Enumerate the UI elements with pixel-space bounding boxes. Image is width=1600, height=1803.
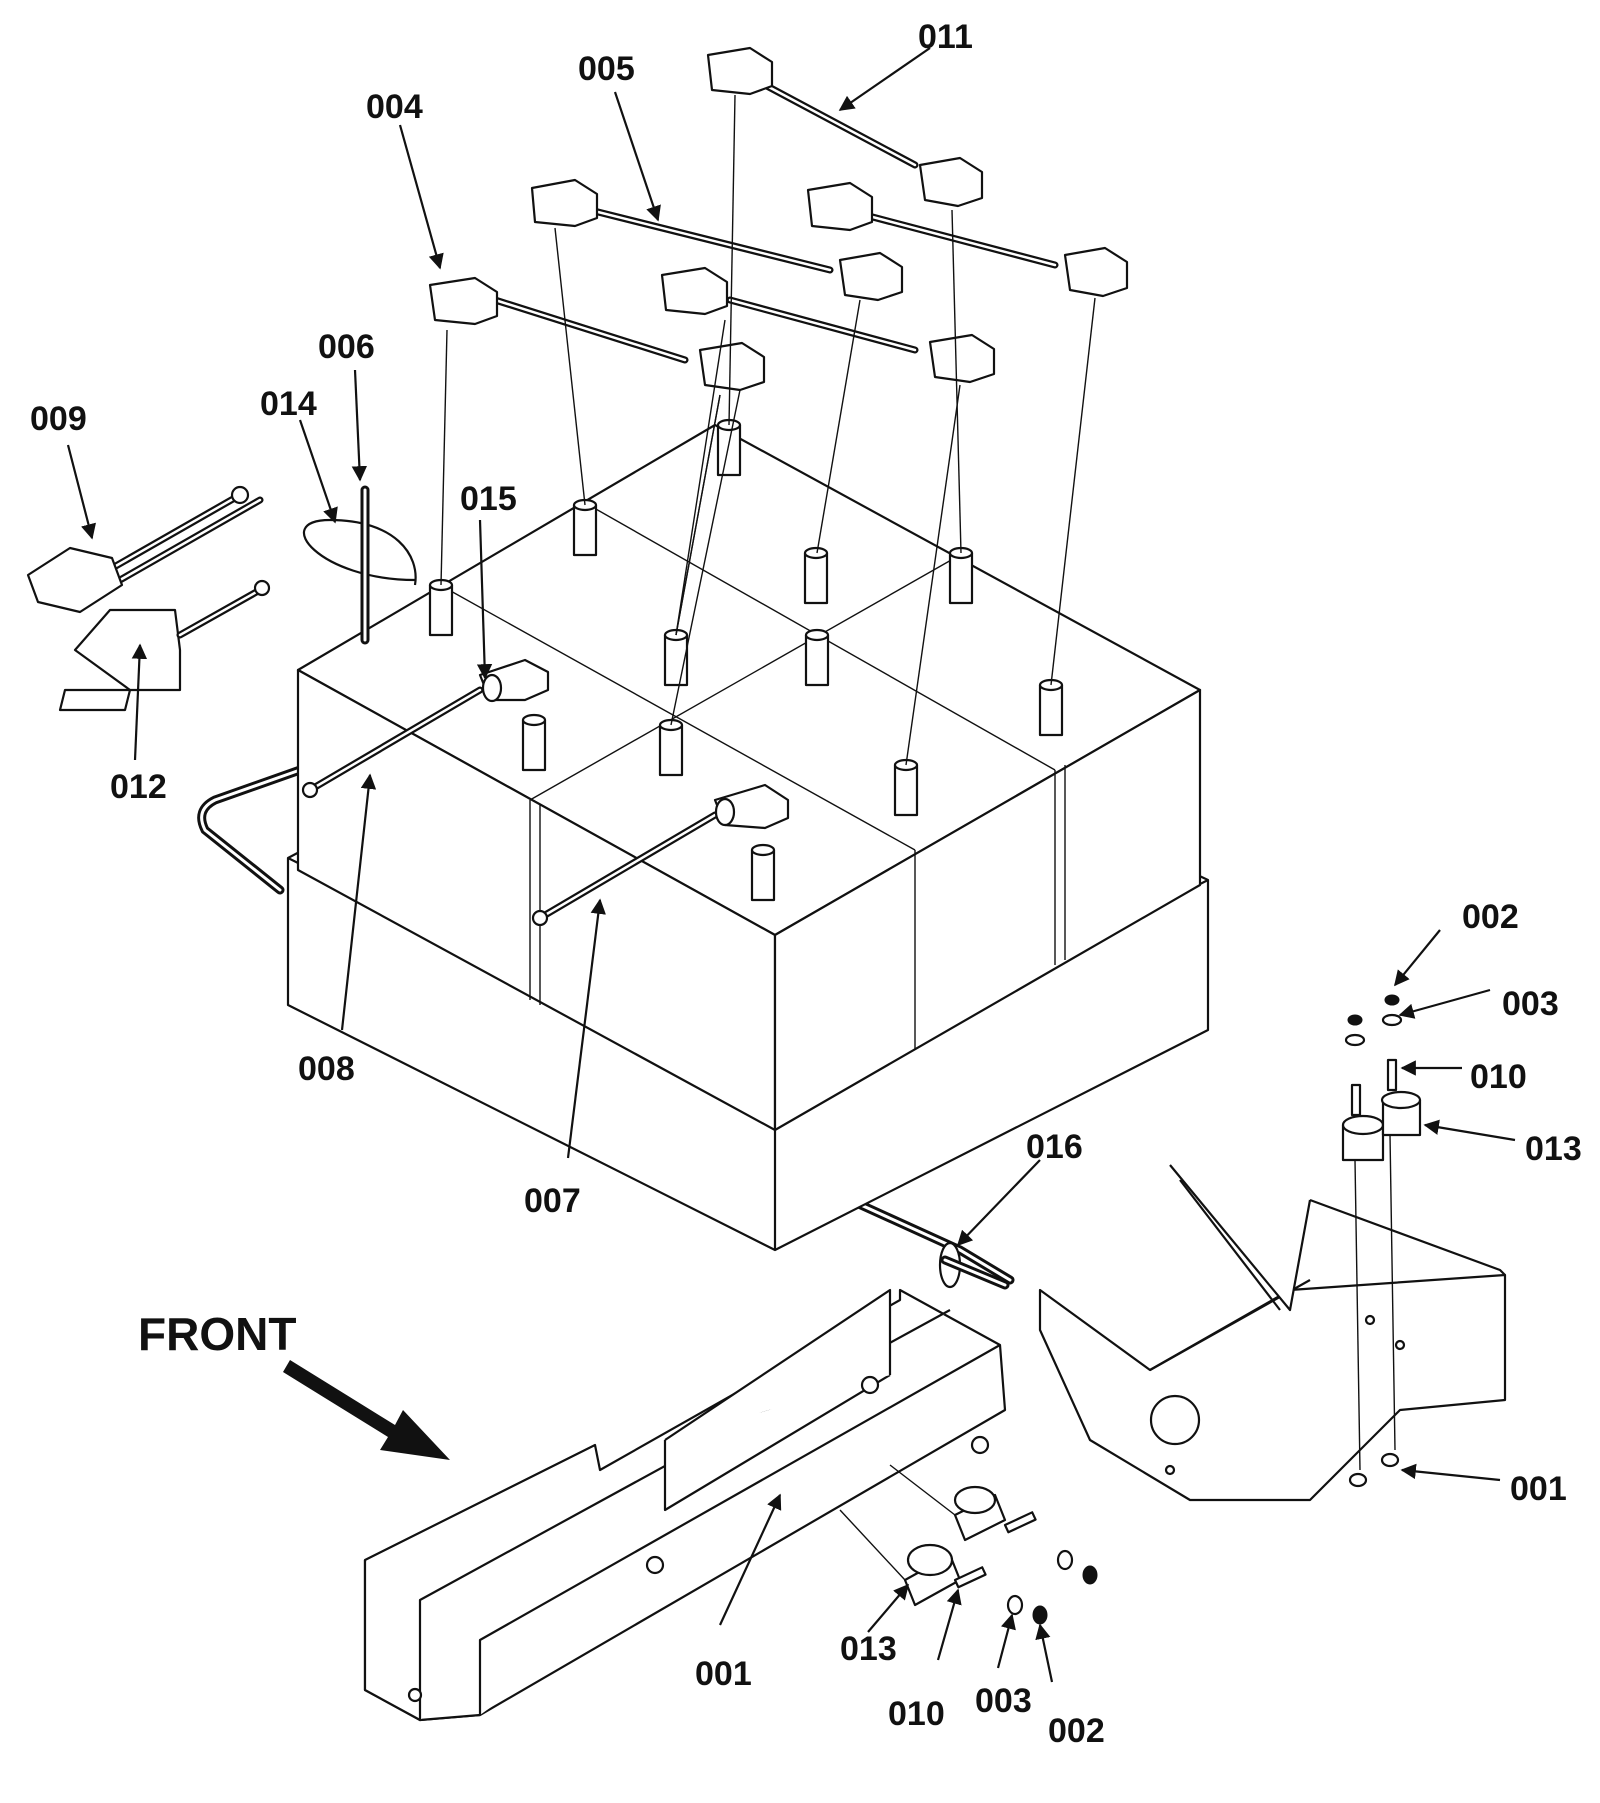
callout-labels: 011 005 004 006 014 009 015 012 008 007 … — [30, 18, 1582, 1750]
callout-010-front: 010 — [888, 1695, 945, 1733]
front-direction-indicator: FRONT — [138, 1308, 450, 1460]
callout-003-right: 003 — [1502, 985, 1559, 1023]
callout-001-right: 001 — [1510, 1470, 1567, 1508]
front-arrow — [283, 1360, 450, 1460]
callout-013-right: 013 — [1525, 1130, 1582, 1168]
callout-004: 004 — [366, 88, 423, 126]
callout-010-right: 010 — [1470, 1058, 1527, 1096]
connector-cables — [428, 46, 1129, 766]
callout-016: 016 — [1026, 1128, 1083, 1166]
left-accessories — [26, 485, 417, 712]
callout-003-front: 003 — [975, 1682, 1032, 1720]
front-bracket — [363, 1241, 1098, 1722]
battery-pack — [197, 418, 1210, 1285]
rear-bracket — [1038, 994, 1507, 1502]
callout-011: 011 — [918, 18, 973, 56]
callout-008: 008 — [298, 1050, 355, 1088]
callout-002-front: 002 — [1048, 1712, 1105, 1750]
callout-002-right: 002 — [1462, 898, 1519, 936]
callout-012: 012 — [110, 768, 167, 806]
leader-lines — [66, 47, 1516, 1683]
callout-015: 015 — [460, 480, 517, 518]
callout-007: 007 — [524, 1182, 581, 1220]
callout-006: 006 — [318, 328, 375, 366]
callout-013-front: 013 — [840, 1630, 897, 1668]
callout-009: 009 — [30, 400, 87, 438]
callout-001-front: 001 — [695, 1655, 752, 1693]
front-label: FRONT — [138, 1308, 296, 1360]
callout-005: 005 — [578, 50, 635, 88]
callout-014: 014 — [260, 385, 317, 423]
